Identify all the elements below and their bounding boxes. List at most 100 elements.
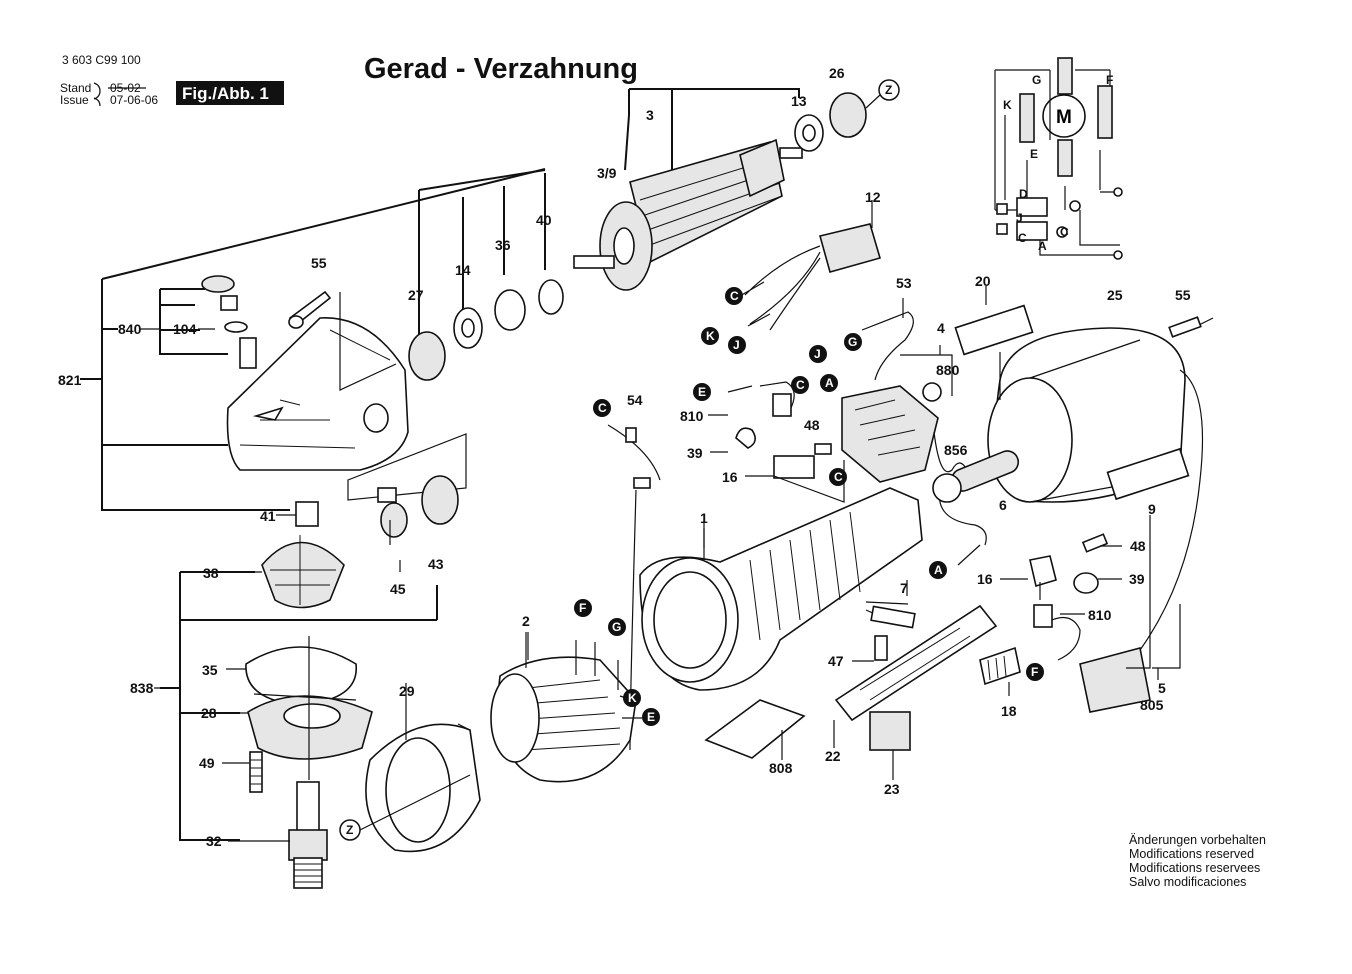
leader-lines xyxy=(80,328,1159,842)
rear-cap-assembly xyxy=(932,286,1214,713)
part-number: 25 xyxy=(1107,287,1123,303)
part-number: 821 xyxy=(58,372,82,388)
part-number: 9 xyxy=(1148,501,1156,517)
part-number: 3 xyxy=(646,107,654,123)
part-number: 48 xyxy=(1130,538,1146,554)
terminal-label: C xyxy=(1018,231,1027,245)
part-number: 880 xyxy=(936,362,960,378)
part-number: 838 xyxy=(130,680,154,696)
terminal-label: C xyxy=(1060,225,1069,239)
armature-assembly xyxy=(573,88,881,291)
part-number: 856 xyxy=(944,442,968,458)
svg-text:J: J xyxy=(814,347,821,361)
connection-marker: A xyxy=(929,561,947,579)
connection-marker: G xyxy=(844,333,862,351)
stand-label: Stand xyxy=(60,81,91,95)
part-number: 4 xyxy=(937,320,945,336)
motor-symbol-icon xyxy=(1042,94,1086,138)
slide-switch-assembly xyxy=(704,601,1021,759)
part-number: 41 xyxy=(260,508,276,524)
part-number: 49 xyxy=(199,755,215,771)
part-number: 26 xyxy=(829,65,845,81)
svg-text:F: F xyxy=(1031,665,1038,679)
modifications-note: Änderungen vorbehalten Modifications res… xyxy=(1129,833,1329,889)
part-number: 39 xyxy=(687,445,703,461)
part-number: 29 xyxy=(399,683,415,699)
svg-text:K: K xyxy=(706,329,715,343)
part-number: 810 xyxy=(680,408,704,424)
part-number: 47 xyxy=(828,653,844,669)
svg-text:C: C xyxy=(834,470,843,484)
part-number: 808 xyxy=(769,760,793,776)
connection-marker: C xyxy=(791,376,809,394)
svg-text:A: A xyxy=(825,376,834,390)
fig-badge xyxy=(176,81,284,105)
svg-text:K: K xyxy=(628,691,637,705)
terminal-label: K xyxy=(1003,98,1012,112)
note-line: Änderungen vorbehalten xyxy=(1129,833,1266,847)
part-number: 22 xyxy=(825,748,841,764)
fig-label: Fig./Abb. 1 xyxy=(182,84,269,103)
part-number: 32 xyxy=(206,833,222,849)
part-number: 53 xyxy=(896,275,912,291)
stator-assembly xyxy=(359,632,642,853)
connection-markers: C K J G J C A E C C A F G K E F Z Z xyxy=(339,79,1044,841)
part-number: 38 xyxy=(203,565,219,581)
page-title: Gerad - Verzahnung xyxy=(364,53,638,85)
connection-marker: A xyxy=(820,374,838,392)
connection-marker: J xyxy=(809,345,827,363)
issue-label: Issue xyxy=(60,93,89,107)
svg-text:J: J xyxy=(733,338,740,352)
connection-marker: J xyxy=(728,336,746,354)
part-number: 43 xyxy=(428,556,444,572)
svg-text:A: A xyxy=(934,563,943,577)
svg-text:C: C xyxy=(598,401,607,415)
part-number: 7 xyxy=(900,580,908,596)
note-line: Modifications reservees xyxy=(1129,861,1261,875)
note-line: Modifications reserved xyxy=(1129,847,1255,861)
part-number: 104 xyxy=(173,321,197,337)
connection-marker: K xyxy=(701,327,719,345)
connection-marker: E xyxy=(693,383,711,401)
svg-text:E: E xyxy=(647,710,655,724)
note-line: Salvo modificaciones xyxy=(1129,875,1247,889)
part-number: 13 xyxy=(791,93,807,109)
svg-text:C: C xyxy=(796,378,805,392)
connection-marker: C xyxy=(829,468,847,486)
part-number: 48 xyxy=(804,417,820,433)
part-number: 16 xyxy=(722,469,738,485)
svg-text:E: E xyxy=(698,385,706,399)
part-number: 2 xyxy=(522,613,530,629)
part-number: 40 xyxy=(536,212,552,228)
part-number: 36 xyxy=(495,237,511,253)
part-number: 14 xyxy=(455,262,471,278)
svg-text:Z: Z xyxy=(885,83,892,97)
part-number: 3/9 xyxy=(597,165,617,181)
part-number: 6 xyxy=(999,497,1007,513)
part-number-labels: 3 3/9 13 26 12 53 4 880 20 25 55 55 40 3… xyxy=(58,65,1191,849)
connection-marker: K xyxy=(623,689,641,707)
connection-marker: C xyxy=(593,399,611,417)
connection-marker: F xyxy=(1026,663,1044,681)
connection-marker: E xyxy=(642,708,660,726)
part-number: 28 xyxy=(201,705,217,721)
part-number: 20 xyxy=(975,273,991,289)
part-number: 810 xyxy=(1088,607,1112,623)
connection-marker-outline: Z xyxy=(878,79,900,101)
part-number: 45 xyxy=(390,581,406,597)
motor-label: M xyxy=(1056,107,1072,128)
part-number: 16 xyxy=(977,571,993,587)
terminal-label: D xyxy=(1019,187,1028,201)
part-number: 54 xyxy=(627,392,643,408)
connection-marker: G xyxy=(608,618,626,636)
part-number: 12 xyxy=(865,189,881,205)
part-number: 23 xyxy=(884,781,900,797)
svg-text:F: F xyxy=(579,601,586,615)
terminal-label: E xyxy=(1030,147,1038,161)
svg-text:Z: Z xyxy=(346,823,353,837)
brace-icon xyxy=(93,82,101,107)
part-number: 27 xyxy=(408,287,424,303)
part-number: 1 xyxy=(700,510,708,526)
connection-marker: F xyxy=(574,599,592,617)
issue-date: 07-06-06 xyxy=(110,93,158,107)
